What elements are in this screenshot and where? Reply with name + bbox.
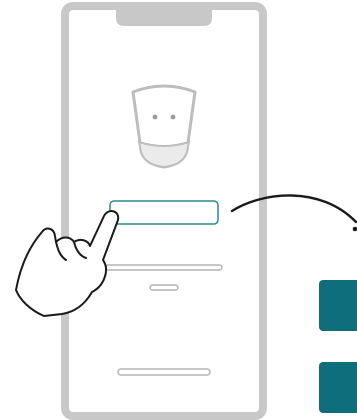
phone-notch: [116, 2, 212, 26]
teal-tile-bottom: [319, 362, 357, 413]
highlighted-input-field[interactable]: [110, 201, 218, 224]
device-eye-right: [171, 115, 176, 120]
device-eye-left: [153, 115, 158, 120]
placeholder-line-short: [150, 285, 178, 290]
placeholder-line-bottom: [118, 369, 210, 375]
teal-tile-top: [319, 280, 357, 331]
placeholder-line-long: [106, 265, 222, 270]
arrow-end-dot: [353, 227, 357, 232]
smart-speaker-icon: [133, 86, 195, 167]
